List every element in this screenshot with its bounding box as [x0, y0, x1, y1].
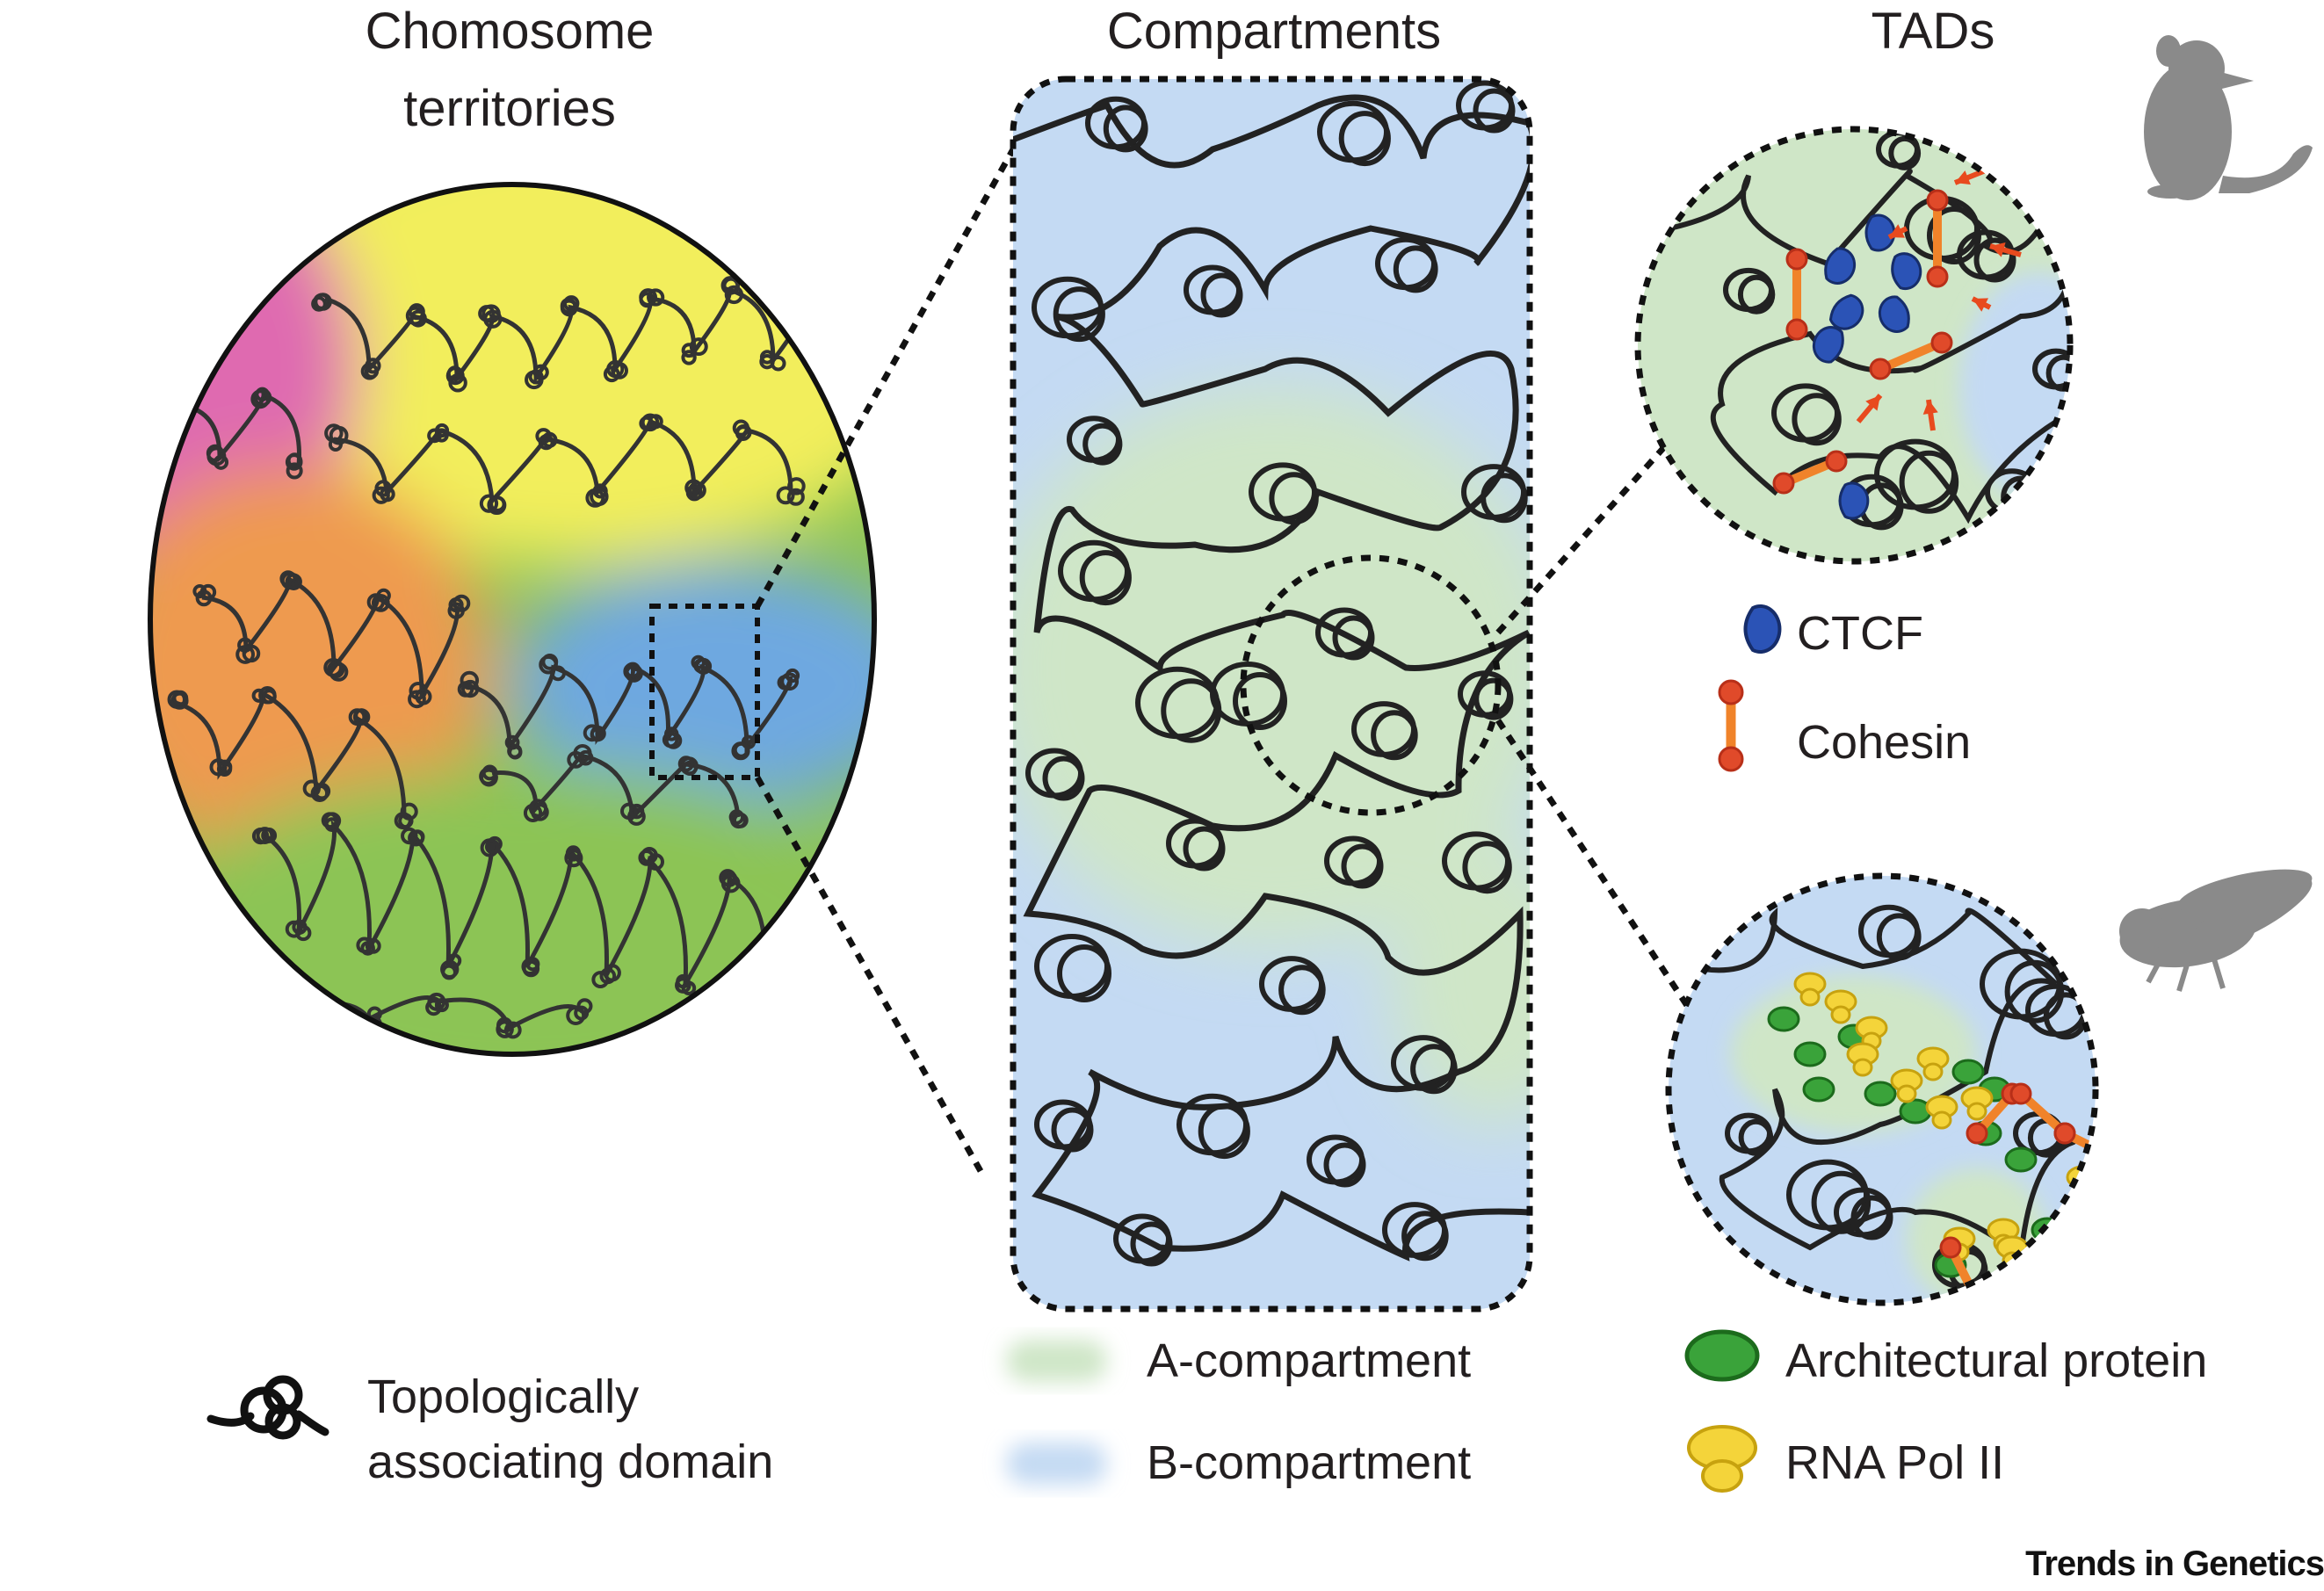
- tad-chains: [163, 276, 821, 1039]
- ctcf-legend-icon: [1743, 604, 1782, 654]
- territories-title-line2: territories: [403, 80, 616, 137]
- chromosome-territories-circle: [148, 182, 877, 1057]
- rna-pol-ii-legend-icon: [1687, 1425, 1757, 1493]
- zoom-circle: [1240, 554, 1502, 816]
- territories-title: Chomosome territories: [334, 0, 685, 148]
- compartments-title: Compartments: [1106, 3, 1442, 60]
- zoom-lines-compartment: [1495, 419, 1734, 1074]
- ctcf-label: CTCF: [1797, 607, 1923, 660]
- chromatin-fiber: [1013, 80, 1530, 1267]
- territories-title-line1: Chomosome: [365, 3, 655, 60]
- tad-mouse-circle: [1634, 126, 2074, 565]
- architectural-protein-legend-icon: [1684, 1329, 1760, 1382]
- tad-legend-label: Topologically associating domain: [367, 1364, 773, 1494]
- compartments-panel: [1010, 76, 1533, 1313]
- tad-fly-circle: [1665, 872, 2099, 1306]
- fly-icon: [2119, 869, 2313, 992]
- b-compartment-label: B-compartment: [1147, 1436, 1472, 1489]
- tads-title: TADs: [1871, 3, 1995, 60]
- journal-brand: Trends in Genetics: [2025, 1544, 2324, 1583]
- cohesin-label: Cohesin: [1797, 716, 1972, 769]
- zoom-box: [649, 604, 760, 780]
- tad-legend-line2: associating domain: [367, 1436, 774, 1488]
- mouse-icon: [2144, 35, 2313, 200]
- cohesin-legend-icon: [1718, 679, 1744, 772]
- a-compartment-label: A-compartment: [1147, 1334, 1472, 1387]
- tad-legend-line1: Topologically: [367, 1370, 640, 1423]
- b-compartment-swatch: [1006, 1443, 1107, 1485]
- zoom-lines-territory: [754, 148, 1017, 1179]
- rna-pol-ii-label: RNA Pol II: [1785, 1436, 2005, 1489]
- tad-legend-icon: [206, 1375, 329, 1440]
- a-compartment-swatch: [1006, 1340, 1107, 1382]
- architectural-protein-label: Architectural protein: [1785, 1334, 2208, 1387]
